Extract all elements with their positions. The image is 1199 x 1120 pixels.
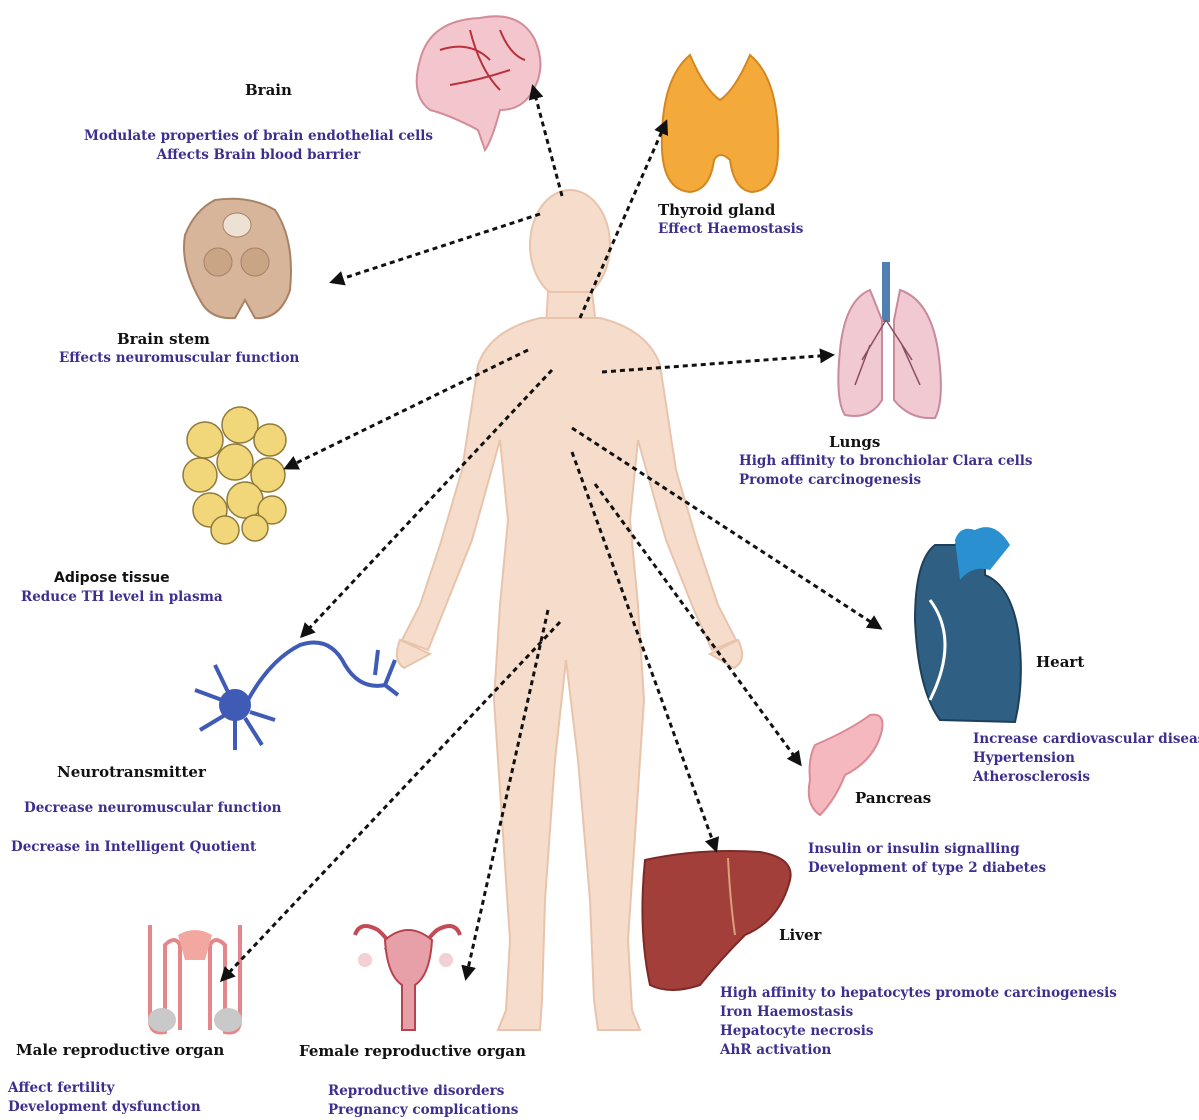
lungs-label: Lungs [829, 433, 880, 451]
neurotransmitter-label: Neurotransmitter [57, 763, 206, 781]
neuro-effect-1: Decrease neuromuscular function [24, 799, 281, 818]
adipose-label: Adipose tissue [54, 569, 170, 587]
brain-stem-effect-1: Effects neuromuscular function [59, 349, 299, 368]
heart-effect-3: Atherosclerosis [973, 768, 1199, 787]
liver-effect-2: Iron Haemostasis [720, 1003, 1117, 1022]
thyroid-image [662, 55, 778, 192]
liver-effect-1: High affinity to hepatocytes promote car… [720, 984, 1117, 1003]
liver-effect-4: AhR activation [720, 1041, 1117, 1060]
liver-effects: High affinity to hepatocytes promote car… [720, 984, 1117, 1060]
pancreas-label: Pancreas [855, 789, 931, 807]
heart-effect-2: Hypertension [973, 749, 1199, 768]
brain-effect-2: Affects Brain blood barrier [84, 146, 433, 165]
pancreas-effect-2: Development of type 2 diabetes [808, 859, 1046, 878]
heart-image [915, 527, 1021, 722]
brain-effects: Modulate properties of brain endothelial… [84, 127, 433, 165]
heart-effects: Increase cardiovascular disease Hyperten… [973, 730, 1199, 787]
liver-effect-3: Hepatocyte necrosis [720, 1022, 1117, 1041]
arrow-to-brain [533, 87, 562, 196]
brain-stem-label: Brain stem [117, 330, 210, 348]
female-reproductive-image [355, 926, 460, 1030]
male-effect-2: Development dysfunction [8, 1098, 201, 1117]
male-effects: Affect fertility Development dysfunction [8, 1079, 201, 1117]
thyroid-effect-1: Effect Haemostasis [658, 220, 803, 239]
pancreas-effects: Insulin or insulin signalling Developmen… [808, 840, 1046, 878]
female-effects: Reproductive disorders Pregnancy complic… [328, 1082, 518, 1120]
liver-image [642, 851, 790, 990]
female-effect-1: Reproductive disorders [328, 1082, 518, 1101]
lungs-image [838, 262, 941, 418]
heart-label: Heart [1036, 653, 1084, 671]
liver-label: Liver [779, 926, 821, 944]
heart-effect-1: Increase cardiovascular disease [973, 730, 1199, 749]
neuron-image [195, 643, 398, 751]
female-reproductive-label: Female reproductive organ [299, 1042, 526, 1060]
thyroid-label: Thyroid gland [658, 201, 775, 219]
adipose-tissue-image [183, 407, 286, 544]
brain-label: Brain [245, 81, 292, 99]
male-effect-1: Affect fertility [8, 1079, 201, 1098]
lungs-effects: High affinity to bronchiolar Clara cells… [739, 452, 1033, 490]
neuro-effect-2: Decrease in Intelligent Quotient [11, 838, 256, 857]
brain-effect-1: Modulate properties of brain endothelial… [84, 127, 433, 146]
brain-stem-image [184, 199, 291, 318]
arrow-to-brain-stem [332, 214, 540, 282]
brain-image [417, 16, 541, 150]
adipose-effect-1: Reduce TH level in plasma [21, 588, 223, 607]
lungs-effect-2: Promote carcinogenesis [739, 471, 1033, 490]
pancreas-effect-1: Insulin or insulin signalling [808, 840, 1046, 859]
lungs-effect-1: High affinity to bronchiolar Clara cells [739, 452, 1033, 471]
female-effect-2: Pregnancy complications [328, 1101, 518, 1120]
male-reproductive-image [148, 925, 242, 1033]
male-reproductive-label: Male reproductive organ [16, 1041, 224, 1059]
